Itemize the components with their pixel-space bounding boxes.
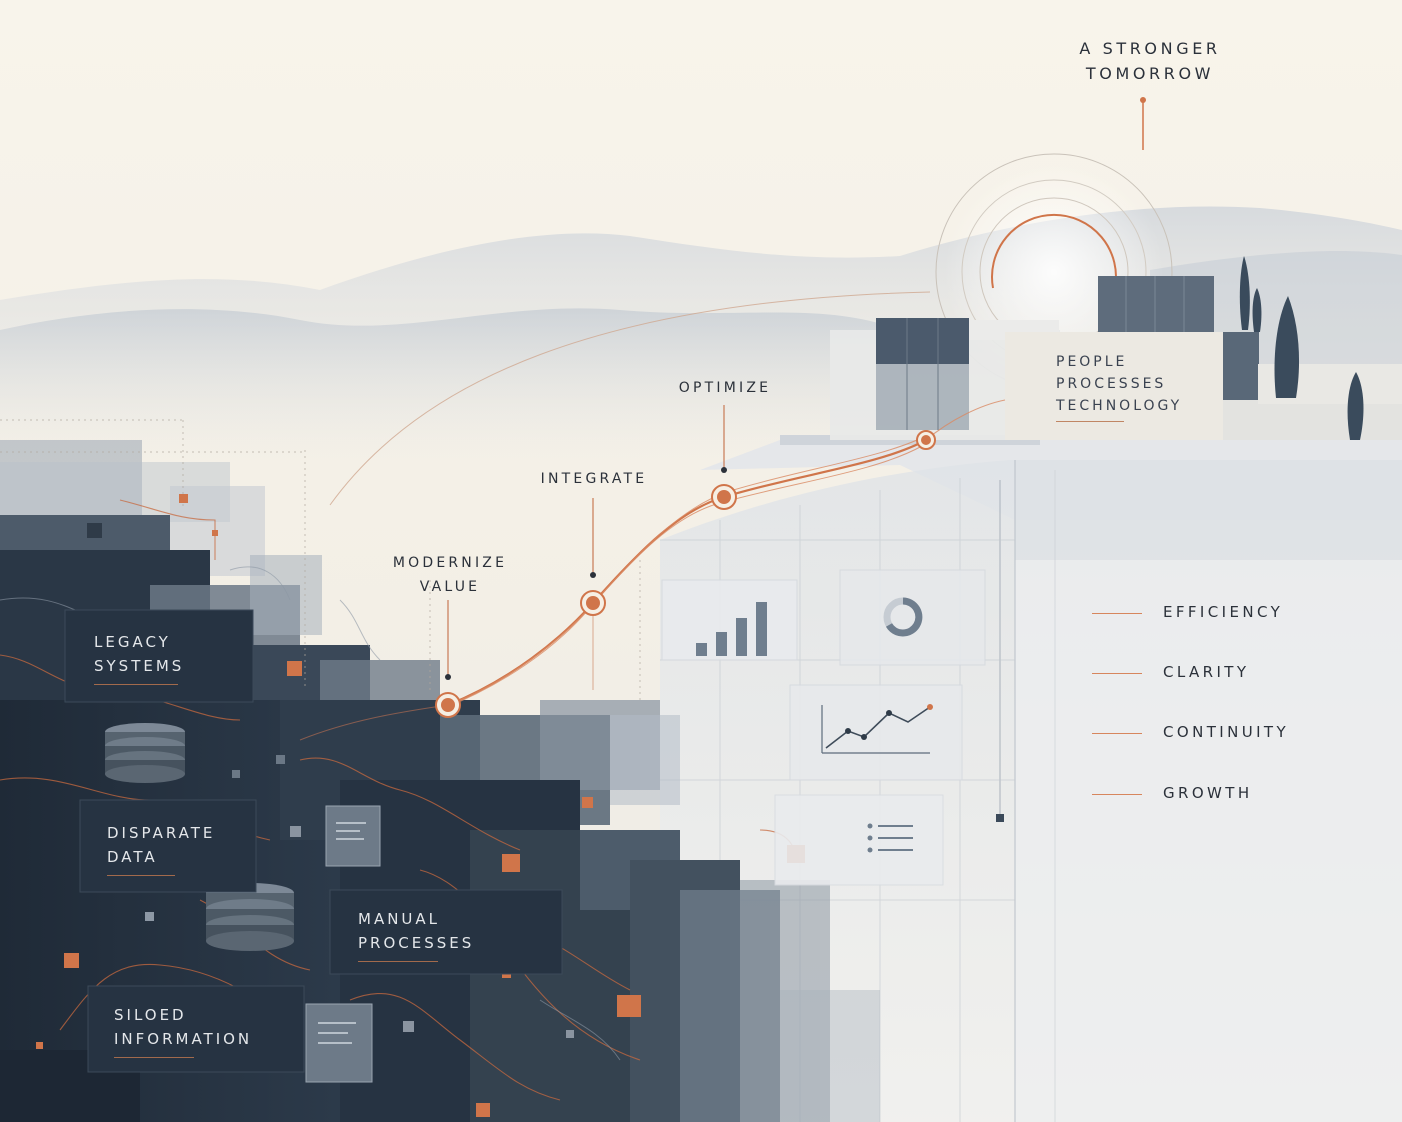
database-icon-2 bbox=[206, 883, 294, 951]
outcome-dash-continuity bbox=[1092, 733, 1142, 734]
challenge-disparate-line-1: DISPARATE bbox=[107, 824, 216, 842]
panel-disparate-data bbox=[79, 799, 257, 893]
list-icon bbox=[867, 823, 913, 853]
outcome-efficiency: EFFICIENCY bbox=[1163, 603, 1284, 621]
header-title-line-1: A STRONGER bbox=[1079, 39, 1221, 58]
outcome-dash-growth bbox=[1092, 794, 1142, 795]
challenge-disparate-underline bbox=[107, 875, 175, 876]
step-modernize-line-2: VALUE bbox=[419, 579, 481, 595]
pillars-underline bbox=[1056, 421, 1124, 422]
challenge-manual-underline bbox=[358, 961, 438, 962]
step-label-optimize: OPTIMIZE bbox=[655, 376, 795, 400]
challenge-manual-line-2: PROCESSES bbox=[358, 934, 475, 952]
sun-arc bbox=[991, 213, 1117, 289]
step-optimize-line-1: OPTIMIZE bbox=[678, 380, 772, 396]
analytics-panels bbox=[661, 569, 986, 886]
step-integrate-line-1: INTEGRATE bbox=[540, 471, 648, 487]
database-icon bbox=[105, 723, 185, 783]
challenge-legacy-underline bbox=[94, 684, 178, 685]
cypress-trees bbox=[1239, 256, 1364, 440]
challenge-legacy-systems: LEGACY SYSTEMS bbox=[94, 630, 184, 678]
challenge-panels bbox=[64, 609, 563, 1073]
challenge-manual-processes: MANUAL PROCESSES bbox=[358, 907, 474, 955]
challenge-manual-line-1: MANUAL bbox=[358, 910, 441, 928]
outcome-dash-clarity bbox=[1092, 673, 1142, 674]
outcome-continuity: CONTINUITY bbox=[1163, 723, 1290, 741]
panel-legacy-systems bbox=[64, 609, 254, 703]
step-label-modernize: MODERNIZE VALUE bbox=[380, 551, 520, 599]
donut-chart-icon bbox=[883, 597, 923, 637]
pillar-technology: TECHNOLOGY bbox=[1056, 398, 1183, 414]
challenge-siloed-information: SILOED INFORMATION bbox=[114, 1003, 252, 1051]
pillar-processes: PROCESSES bbox=[1056, 376, 1167, 392]
milestone-nodes bbox=[435, 405, 936, 718]
document-icon bbox=[325, 805, 381, 867]
challenge-disparate-data: DISPARATE DATA bbox=[107, 821, 215, 869]
step-modernize-line-1: MODERNIZE bbox=[392, 555, 508, 571]
buildings bbox=[780, 276, 1402, 445]
pillar-people: PEOPLE bbox=[1056, 354, 1128, 370]
hills-near bbox=[0, 308, 900, 470]
challenge-disparate-line-2: DATA bbox=[107, 848, 158, 866]
header-title-line-2: TOMORROW bbox=[1085, 64, 1215, 83]
step-label-integrate: INTEGRATE bbox=[524, 467, 664, 491]
challenge-siloed-line-1: SILOED bbox=[114, 1006, 187, 1024]
pillars-label: PEOPLE PROCESSES TECHNOLOGY bbox=[1056, 351, 1226, 417]
document-icon-2 bbox=[305, 1003, 373, 1083]
outcome-growth: GROWTH bbox=[1163, 784, 1253, 802]
challenge-legacy-line-1: LEGACY bbox=[94, 633, 171, 651]
challenge-siloed-underline bbox=[114, 1057, 194, 1058]
bar-chart-icon bbox=[696, 602, 767, 656]
outcome-dash-efficiency bbox=[1092, 613, 1142, 614]
challenge-siloed-line-2: INFORMATION bbox=[114, 1030, 253, 1048]
outcome-clarity: CLARITY bbox=[1163, 663, 1250, 681]
panel-manual-processes bbox=[329, 889, 563, 975]
challenge-legacy-line-2: SYSTEMS bbox=[94, 657, 185, 675]
header-title: A STRONGER TOMORROW bbox=[1060, 36, 1240, 86]
line-chart-icon bbox=[821, 704, 933, 754]
